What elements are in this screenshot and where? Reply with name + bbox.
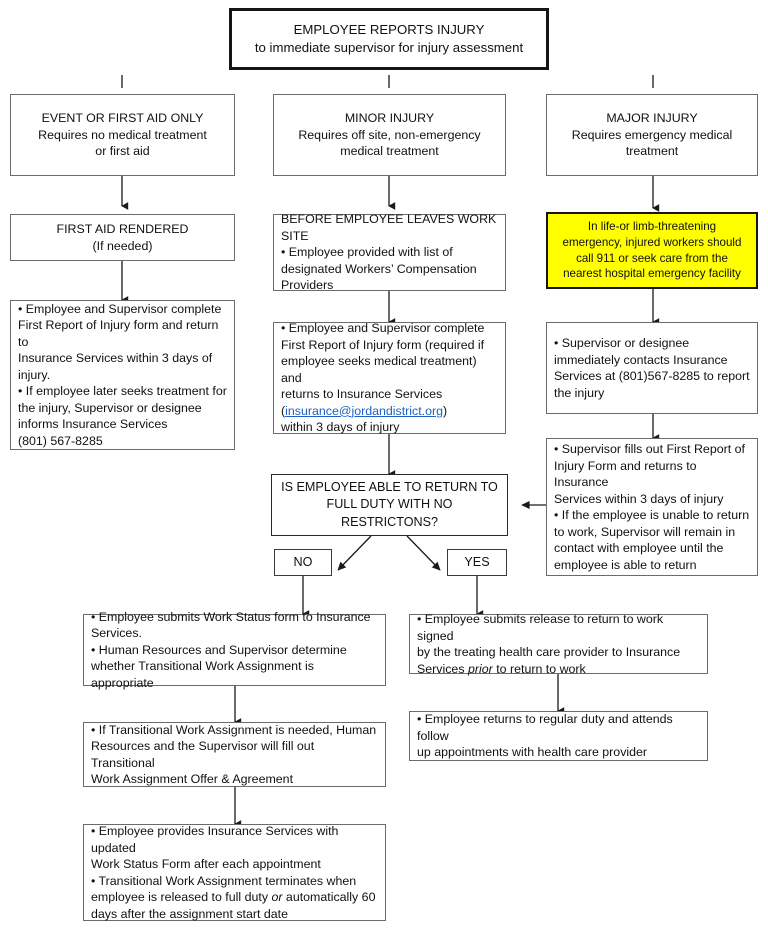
sr-line-6: contact with employee until the <box>554 541 724 555</box>
major-line-2: Requires emergency medical <box>571 127 733 142</box>
node-supervisor-first-report[interactable]: • Supervisor fills out First Report of I… <box>546 438 758 576</box>
sr-line-3: Services within 3 days of injury <box>554 491 724 506</box>
emergency-line-4: nearest hospital emergency facility <box>563 267 741 281</box>
us-line-2: Work Status Form after each appointment <box>91 857 321 871</box>
emergency-line-2: emergency, injured workers should <box>562 235 742 249</box>
major-line-3: treatment <box>625 144 679 159</box>
mf-line-3: employee seeks medical treatment) and <box>281 354 481 385</box>
insurance-email-link[interactable]: insurance@jordandistrict.org <box>285 403 444 418</box>
us-line-4: employee is released to full duty or aut… <box>84 889 385 906</box>
node-event-or-first-aid-only[interactable]: EVENT OR FIRST AID ONLY Requires no medi… <box>10 94 235 176</box>
rw-line-2: by the treating health care provider to … <box>417 645 681 659</box>
two-line-3: Work Assignment Offer & Agreement <box>91 772 294 786</box>
mf-line-4: returns to Insurance Services <box>281 387 443 402</box>
us-line-5: days after the assignment start date <box>91 906 288 921</box>
rw-line-3-post: to return to work <box>492 661 586 676</box>
node-transitional-work-offer[interactable]: • If Transitional Work Assignment is nee… <box>83 722 386 787</box>
node-release-to-return-to-work[interactable]: • Employee submits release to return to … <box>409 612 708 676</box>
sc-line-2: immediately contacts Insurance <box>554 352 728 367</box>
event-line-3: or first aid <box>95 144 150 159</box>
before-line-3: designated Workers’ Compensation <box>281 261 477 276</box>
faf-line-1: • Employee and Supervisor complete <box>18 301 222 316</box>
mf-line-6: within 3 days of injury <box>281 420 400 435</box>
node-first-aid-rendered[interactable]: FIRST AID RENDERED (If needed) <box>10 214 235 261</box>
major-line-1: MAJOR INJURY <box>606 111 698 126</box>
minor-line-3: medical treatment <box>340 144 439 159</box>
faf-line-4: injury. <box>18 367 51 382</box>
us-line-3: • Transitional Work Assignment terminate… <box>91 873 357 888</box>
answer-no-label: NO <box>293 555 313 570</box>
rw-line-3-italic: prior <box>467 661 493 676</box>
rd-line-1: • Employee returns to regular duty and a… <box>417 712 677 743</box>
faf-line-2: First Report of Injury form and return t… <box>18 318 222 349</box>
us-line-1: • Employee provides Insurance Services w… <box>91 824 342 855</box>
node-before-employee-leaves-work-site[interactable]: BEFORE EMPLOYEE LEAVES WORK SITE • Emplo… <box>273 212 506 293</box>
node-emergency-warning-highlight[interactable]: In life-or limb-threatening emergency, i… <box>546 212 758 289</box>
mf-line-5: (insurance@jordandistrict.org) <box>274 403 505 420</box>
node-answer-yes[interactable]: YES <box>447 549 507 576</box>
event-line-2: Requires no medical treatment <box>38 127 207 142</box>
node-employee-reports-injury[interactable]: EMPLOYEE REPORTS INJURY to immediate sup… <box>229 8 549 70</box>
us-line-4-italic: or <box>271 890 283 904</box>
first-aid-line-2: (If needed) <box>92 238 153 253</box>
mf-line-2: First Report of Injury form (required if <box>281 337 485 352</box>
sr-line-4: • If the employee is unable to return <box>554 508 750 522</box>
rd-line-2: up appointments with health care provide… <box>417 745 648 760</box>
ws-line-4: whether Transitional Work Assignment is … <box>91 659 318 690</box>
minor-line-2: Requires off site, non-emergency <box>298 127 481 142</box>
minor-line-1: MINOR INJURY <box>344 111 435 126</box>
sr-line-5: to work, Supervisor will remain in <box>554 524 736 539</box>
first-aid-line-1: FIRST AID RENDERED <box>56 222 189 236</box>
node-minor-followup[interactable]: • Employee and Supervisor complete First… <box>273 321 506 435</box>
emergency-line-3: call 911 or seek care from the <box>576 251 728 265</box>
us-line-4-post: automatically 60 <box>282 890 376 904</box>
sc-line-4: the injury <box>554 385 605 400</box>
rw-line-3: Services prior to return to work <box>410 661 707 678</box>
ws-line-2: Services. <box>91 626 142 641</box>
two-line-2: Resources and the Supervisor will fill o… <box>91 739 318 770</box>
before-line-4: Providers <box>281 278 334 293</box>
faf-line-5: • If employee later seeks treatment for <box>18 384 227 399</box>
rw-line-3-pre: Services <box>417 661 468 676</box>
emergency-line-1: In life-or limb-threatening <box>587 219 717 233</box>
sr-line-1: • Supervisor fills out First Report of <box>554 442 745 456</box>
faf-line-6: the injury, Supervisor or designee <box>18 400 202 415</box>
faf-line-3: Insurance Services within 3 days of <box>18 351 213 366</box>
node-minor-injury[interactable]: MINOR INJURY Requires off site, non-emer… <box>273 94 506 176</box>
answer-yes-label: YES <box>464 555 490 570</box>
decision-line-1: IS EMPLOYEE ABLE TO RETURN TO <box>281 479 498 494</box>
node-return-to-regular-duty[interactable]: • Employee returns to regular duty and a… <box>409 711 708 761</box>
node-answer-no[interactable]: NO <box>274 549 332 576</box>
node-decision-return-to-full-duty[interactable]: IS EMPLOYEE ABLE TO RETURN TO FULL DUTY … <box>271 474 508 536</box>
mf-paren-close: ) <box>443 403 448 418</box>
node-first-aid-followup[interactable]: • Employee and Supervisor complete First… <box>10 300 235 450</box>
sc-line-3: Services at (801)567-8285 to report <box>554 369 750 383</box>
decision-line-2: FULL DUTY WITH NO RESTRICTONS? <box>326 497 456 529</box>
two-line-1: • If Transitional Work Assignment is nee… <box>91 722 377 737</box>
before-line-2: • Employee provided with list of <box>281 245 453 260</box>
rw-line-1: • Employee submits release to return to … <box>417 612 667 643</box>
us-line-4-pre: employee is released to full duty <box>91 890 272 904</box>
node-updated-work-status[interactable]: • Employee provides Insurance Services w… <box>83 824 386 921</box>
event-line-1: EVENT OR FIRST AID ONLY <box>41 111 204 126</box>
node-work-status-form[interactable]: • Employee submits Work Status form to I… <box>83 610 386 690</box>
node-supervisor-contacts-insurance[interactable]: • Supervisor or designee immediately con… <box>546 322 758 414</box>
mf-paren-open: ( <box>281 403 286 418</box>
sr-line-2: Injury Form and returns to Insurance <box>554 458 700 490</box>
ws-line-3: • Human Resources and Supervisor determi… <box>91 642 347 657</box>
sc-line-1: • Supervisor or designee <box>554 336 690 350</box>
ws-line-1: • Employee submits Work Status form to I… <box>91 609 371 624</box>
header-line-2: to immediate supervisor for injury asses… <box>254 40 524 55</box>
node-major-injury[interactable]: MAJOR INJURY Requires emergency medical … <box>546 94 758 176</box>
faf-line-7: informs Insurance Services <box>18 417 168 432</box>
sr-line-7: employee is able to return <box>554 557 697 572</box>
faf-line-8: (801) 567-8285 <box>18 433 103 448</box>
header-line-1: EMPLOYEE REPORTS INJURY <box>293 21 485 37</box>
mf-line-1: • Employee and Supervisor complete <box>281 321 485 336</box>
before-line-1: BEFORE EMPLOYEE LEAVES WORK SITE <box>281 212 500 243</box>
